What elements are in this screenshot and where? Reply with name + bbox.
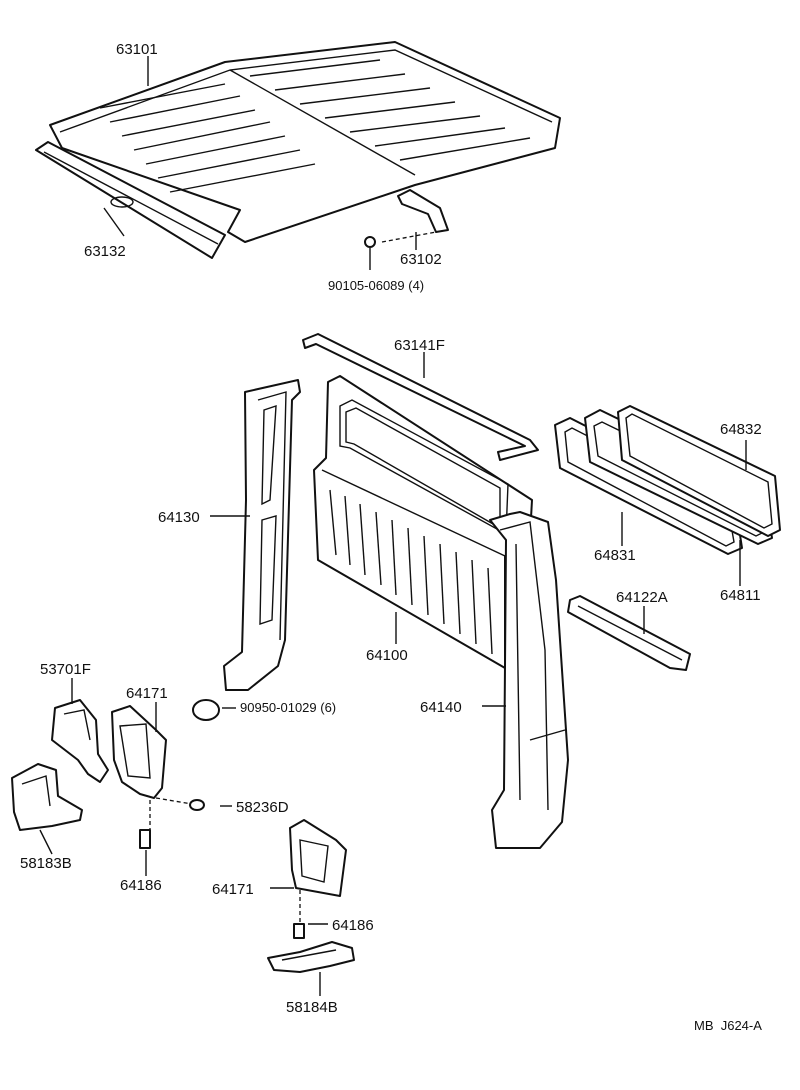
roof-bow bbox=[381, 189, 449, 243]
label-63101: 63101 bbox=[116, 41, 158, 58]
cowl-side-bracket bbox=[51, 699, 109, 783]
floor-side-member-front bbox=[11, 763, 83, 831]
label-64831: 64831 bbox=[594, 547, 636, 564]
label-64186-lower: 64186 bbox=[332, 917, 374, 934]
pillar-brace-upper bbox=[111, 705, 167, 799]
figure-code: MB J624-A bbox=[694, 1018, 762, 1033]
hole-plug bbox=[192, 699, 220, 721]
label-64122a: 64122A bbox=[616, 589, 668, 606]
rear-quarter-panel bbox=[489, 511, 569, 849]
brace-clip-lower bbox=[293, 890, 305, 939]
floor-side-member-rear bbox=[267, 941, 355, 973]
label-58236d: 58236D bbox=[236, 799, 289, 816]
label-64186-upper: 64186 bbox=[120, 877, 162, 894]
roof-clip bbox=[364, 236, 376, 248]
front-pillar-inner bbox=[223, 379, 301, 691]
back-panel bbox=[313, 375, 533, 669]
label-58183b: 58183B bbox=[20, 855, 72, 872]
label-64171-upper: 64171 bbox=[126, 685, 168, 702]
label-64171-lower: 64171 bbox=[212, 881, 254, 898]
rear-window-seal bbox=[617, 405, 781, 537]
roof-panel bbox=[49, 41, 561, 243]
label-63132: 63132 bbox=[84, 243, 126, 260]
label-63141f: 63141F bbox=[394, 337, 445, 354]
pillar-brace-lower bbox=[289, 819, 347, 897]
label-90105-06089: 90105-06089 (4) bbox=[328, 278, 424, 293]
leader-lines bbox=[39, 56, 747, 996]
label-64140: 64140 bbox=[420, 699, 462, 716]
label-64100: 64100 bbox=[366, 647, 408, 664]
label-64832: 64832 bbox=[720, 421, 762, 438]
front-roof-header bbox=[35, 141, 226, 259]
back-window-weatherstrip bbox=[302, 333, 539, 461]
label-53701f: 53701F bbox=[40, 661, 91, 678]
label-63102: 63102 bbox=[400, 251, 442, 268]
brace-clip-upper bbox=[139, 800, 151, 849]
label-58184b: 58184B bbox=[286, 999, 338, 1016]
retainer-clip bbox=[155, 797, 205, 811]
back-panel-reinforcement bbox=[567, 595, 691, 671]
label-64811: 64811 bbox=[720, 587, 761, 604]
label-64130: 64130 bbox=[158, 509, 200, 526]
label-90950-01029: 90950-01029 (6) bbox=[240, 700, 336, 715]
